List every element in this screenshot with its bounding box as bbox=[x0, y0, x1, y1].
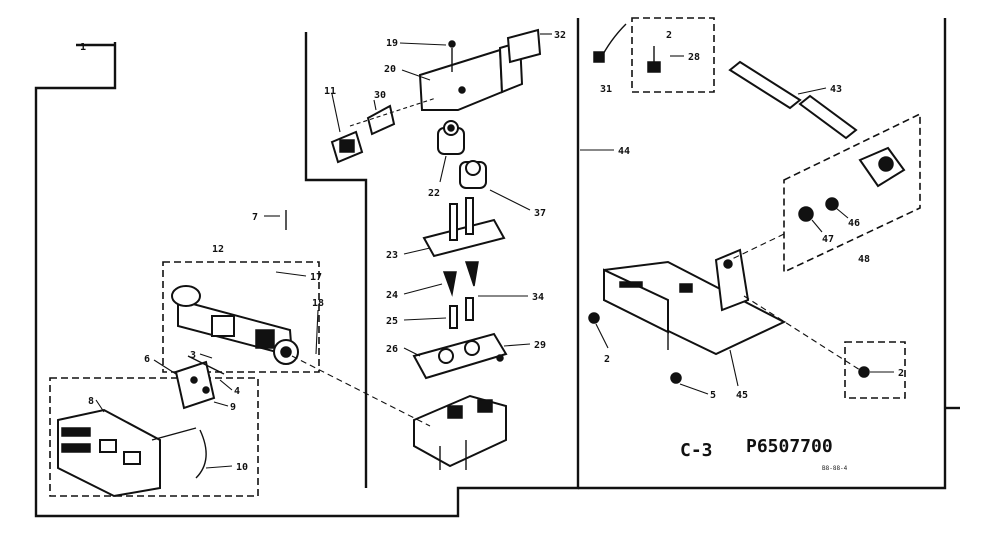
ignitor-bracket bbox=[174, 355, 225, 410]
control-plate-45 bbox=[603, 248, 787, 356]
callout-17: 17 bbox=[310, 272, 322, 283]
callout-5: 5 bbox=[710, 390, 716, 401]
callout-46: 46 bbox=[848, 218, 860, 229]
callout-8: 8 bbox=[88, 396, 94, 407]
callout-26: 26 bbox=[386, 344, 398, 355]
callout-12: 12 bbox=[212, 244, 224, 255]
screw-2-right bbox=[858, 366, 870, 378]
callout-2-top: 2 bbox=[666, 30, 672, 41]
callout-7: 7 bbox=[252, 212, 258, 223]
footnote: B8-88-4 bbox=[822, 465, 848, 472]
screw-5 bbox=[670, 372, 682, 384]
callout-1: 1 bbox=[80, 42, 86, 53]
mounting-bracket bbox=[418, 28, 542, 111]
spark-module-37 bbox=[459, 160, 487, 189]
igniter-housing-8 bbox=[57, 408, 207, 498]
tube-43 bbox=[728, 60, 858, 140]
callout-29: 29 bbox=[534, 340, 546, 351]
callout-9: 9 bbox=[230, 402, 236, 413]
callout-25: 25 bbox=[386, 316, 398, 327]
electrode-holder bbox=[330, 97, 437, 164]
callout-47: 47 bbox=[822, 234, 834, 245]
callouts: 1 19 32 20 11 30 22 37 44 23 24 34 25 26… bbox=[80, 30, 904, 473]
screw-2 bbox=[588, 312, 600, 324]
callout-44: 44 bbox=[618, 146, 630, 157]
callout-31: 31 bbox=[600, 84, 612, 95]
callout-28: 28 bbox=[688, 52, 700, 63]
wire-31 bbox=[593, 23, 627, 63]
callout-2-right: 2 bbox=[898, 368, 904, 379]
callout-22: 22 bbox=[428, 188, 440, 199]
subassembly-boxes bbox=[49, 17, 921, 497]
gas-valve-48 bbox=[798, 146, 906, 222]
part-number: P6507700 bbox=[746, 436, 833, 457]
callout-18: 18 bbox=[312, 298, 324, 309]
callout-3: 3 bbox=[190, 350, 196, 361]
clip-28 bbox=[647, 46, 661, 73]
valve-body-stack bbox=[412, 197, 508, 380]
callout-48: 48 bbox=[858, 254, 870, 265]
page-code: C-3 bbox=[680, 440, 713, 461]
leader-lines bbox=[95, 33, 894, 469]
burner-tube-12 bbox=[171, 285, 299, 365]
callout-11: 11 bbox=[324, 86, 336, 97]
callout-37: 37 bbox=[534, 208, 546, 219]
spark-module-22 bbox=[437, 120, 465, 155]
callout-4: 4 bbox=[234, 386, 240, 397]
callout-32: 32 bbox=[554, 30, 566, 41]
callout-45: 45 bbox=[736, 390, 748, 401]
callout-34: 34 bbox=[532, 292, 544, 303]
callout-10: 10 bbox=[236, 462, 248, 473]
callout-19: 19 bbox=[386, 38, 398, 49]
callout-2-left: 2 bbox=[604, 354, 610, 365]
burner-base bbox=[413, 394, 507, 470]
assembly-frame bbox=[34, 18, 960, 518]
callout-20: 20 bbox=[384, 64, 396, 75]
callout-30: 30 bbox=[374, 90, 386, 101]
callout-6: 6 bbox=[144, 354, 150, 365]
callout-23: 23 bbox=[386, 250, 398, 261]
callout-43: 43 bbox=[830, 84, 842, 95]
callout-24: 24 bbox=[386, 290, 398, 301]
